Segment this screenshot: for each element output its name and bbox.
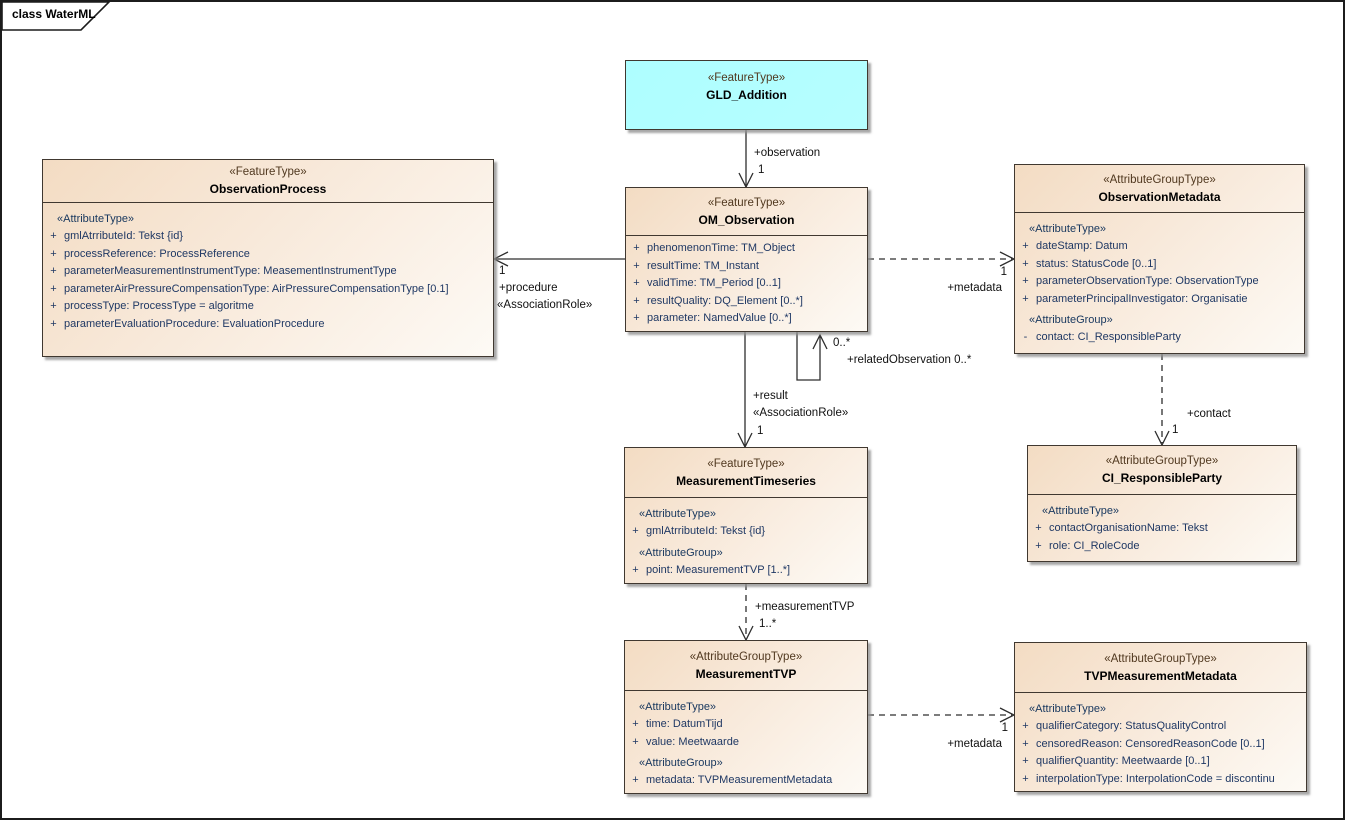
attribute-row: +resultTime: TM_Instant xyxy=(633,259,759,272)
section-header: «AttributeType» xyxy=(57,213,135,225)
class-tvp-measurement-metadata[interactable]: «AttributeGroupType» TVPMeasurementMetad… xyxy=(1014,642,1307,792)
section-header: «AttributeType» xyxy=(1042,505,1120,517)
role-label-procedure: +procedure xyxy=(499,282,558,294)
attribute-row: +interpolationType: InterpolationCode = … xyxy=(1022,772,1275,785)
connector-obs-metadata[interactable] xyxy=(868,251,1016,267)
section-header: «AttributeType» xyxy=(1029,703,1107,715)
attribute-row: +parameterAirPressureCompensationType: A… xyxy=(50,282,449,295)
attribute-row: +point: MeasurementTVP [1..*] xyxy=(632,563,791,576)
attribute-row: +qualifierQuantity: Meetwaarde [0..1] xyxy=(1022,755,1210,767)
frame-tab-shape xyxy=(2,2,111,31)
class-observation-process[interactable]: «FeatureType» ObservationProcess «Attrib… xyxy=(42,159,494,357)
multiplicity-label-result: 1 xyxy=(757,425,764,437)
attribute-row: +contactOrganisationName: Tekst xyxy=(1035,522,1208,534)
class-observation-metadata[interactable]: «AttributeGroupType» ObservationMetadata… xyxy=(1014,164,1305,354)
role-label-obs-metadata: +metadata xyxy=(947,282,1002,294)
section-header: «AttributeType» xyxy=(1029,223,1107,235)
stereotype-label: «AttributeGroupType» xyxy=(689,651,803,663)
attribute-row: +processReference: ProcessReference xyxy=(50,247,250,260)
attribute-row: +parameter: NamedValue [0..*] xyxy=(633,312,792,324)
diagram-title: class WaterML xyxy=(12,7,96,21)
connector-contact[interactable] xyxy=(1154,354,1170,447)
diagram-frame-tab: class WaterML xyxy=(2,2,132,32)
attribute-row: +gmlAtrributeId: Tekst {id} xyxy=(50,230,184,242)
attribute-row: +parameterEvaluationProcedure: Evaluatio… xyxy=(50,317,325,330)
class-name: ObservationProcess xyxy=(209,182,327,196)
multiplicity-label-contact: 1 xyxy=(1172,424,1179,436)
class-om-observation[interactable]: «FeatureType» OM_Observation +phenomenon… xyxy=(625,187,868,332)
attribute-row: +gmlAtrributeId: Tekst {id} xyxy=(632,525,766,537)
attribute-row: +parameterObservationType: ObservationTy… xyxy=(1022,275,1259,287)
attribute-row: +time: DatumTijd xyxy=(632,718,723,730)
multiplicity-label-related-observation: 0..* xyxy=(833,337,851,349)
attribute-row: -contact: CI_ResponsibleParty xyxy=(1023,331,1181,343)
stereotype-label-result: «AssociationRole» xyxy=(753,407,849,419)
class-measurement-timeseries[interactable]: «FeatureType» MeasurementTimeseries «Att… xyxy=(624,447,868,584)
attribute-row: +parameterPrincipalInvestigator: Organis… xyxy=(1022,292,1248,305)
class-name: MeasurementTVP xyxy=(695,667,797,681)
stereotype-label: «AttributeGroupType» xyxy=(1104,653,1217,665)
stereotype-label: «AttributeGroupType» xyxy=(1103,174,1216,186)
stereotype-label: «FeatureType» xyxy=(707,72,786,84)
attribute-row: +parameterMeasurementInstrumentType: Mea… xyxy=(50,265,397,277)
role-label-observation: +observation xyxy=(754,147,821,159)
class-name: GLD_Addition xyxy=(706,88,787,102)
class-name: OM_Observation xyxy=(698,213,795,227)
attribute-row: +resultQuality: DQ_Element [0..*] xyxy=(633,294,803,307)
stereotype-label: «FeatureType» xyxy=(229,166,307,178)
stereotype-label-procedure: «AssociationRole» xyxy=(497,299,593,311)
class-gld-addition[interactable]: «FeatureType» GLD_Addition xyxy=(625,60,868,130)
section-header: «AttributeGroup» xyxy=(1029,314,1113,326)
role-label-measurement-tvp: +measurementTVP xyxy=(755,601,855,613)
stereotype-label: «AttributeGroupType» xyxy=(1105,455,1219,467)
connector-related-observation[interactable] xyxy=(796,332,828,381)
class-name: CI_ResponsibleParty xyxy=(1101,471,1223,485)
connector-observation[interactable] xyxy=(738,130,754,189)
class-ci-responsible-party[interactable]: «AttributeGroupType» CI_ResponsibleParty… xyxy=(1027,445,1297,562)
attribute-row: +validTime: TM_Period [0..1] xyxy=(633,277,781,289)
attribute-row: +dateStamp: Datum xyxy=(1022,240,1128,252)
section-header: «AttributeGroup» xyxy=(639,757,723,769)
role-label-result: +result xyxy=(753,390,788,402)
attribute-row: +phenomenonTime: TM_Object xyxy=(633,242,795,254)
connector-tvp-metadata[interactable] xyxy=(868,707,1016,723)
attribute-row: +value: Meetwaarde xyxy=(632,735,739,748)
section-header: «AttributeType» xyxy=(639,508,717,520)
multiplicity-label-measurement-tvp: 1..* xyxy=(759,618,777,630)
connector-measurement-tvp[interactable] xyxy=(738,584,754,642)
attribute-row: +processType: ProcessType = algoritme xyxy=(50,300,254,312)
attribute-row: +censoredReason: CensoredReasonCode [0..… xyxy=(1022,737,1265,750)
attribute-row: +role: CI_RoleCode xyxy=(1035,539,1140,552)
role-label-tvp-metadata: +metadata xyxy=(947,738,1002,750)
role-label-related-observation: +relatedObservation 0..* xyxy=(847,354,972,366)
multiplicity-label-procedure: 1 xyxy=(499,265,506,277)
role-label-contact: +contact xyxy=(1187,408,1231,420)
section-header: «AttributeType» xyxy=(639,701,717,713)
section-header: «AttributeGroup» xyxy=(639,546,723,559)
class-name: MeasurementTimeseries xyxy=(676,474,816,488)
attribute-row: +qualifierCategory: StatusQualityControl xyxy=(1022,720,1227,732)
connector-procedure[interactable] xyxy=(492,251,625,267)
multiplicity-label-tvp-metadata: 1 xyxy=(1001,722,1008,734)
multiplicity-label-obs-metadata: 1 xyxy=(1000,266,1007,278)
attribute-row: +status: StatusCode [0..1] xyxy=(1022,257,1157,270)
class-name: ObservationMetadata xyxy=(1098,190,1221,204)
attribute-row: +metadata: TVPMeasurementMetadata xyxy=(632,774,833,786)
multiplicity-label-observation: 1 xyxy=(758,164,765,176)
class-name: TVPMeasurementMetadata xyxy=(1084,669,1237,683)
stereotype-label: «FeatureType» xyxy=(707,458,785,470)
class-measurement-tvp[interactable]: «AttributeGroupType» MeasurementTVP «Att… xyxy=(624,640,868,794)
stereotype-label: «FeatureType» xyxy=(707,197,786,209)
connector-result[interactable] xyxy=(737,332,753,449)
